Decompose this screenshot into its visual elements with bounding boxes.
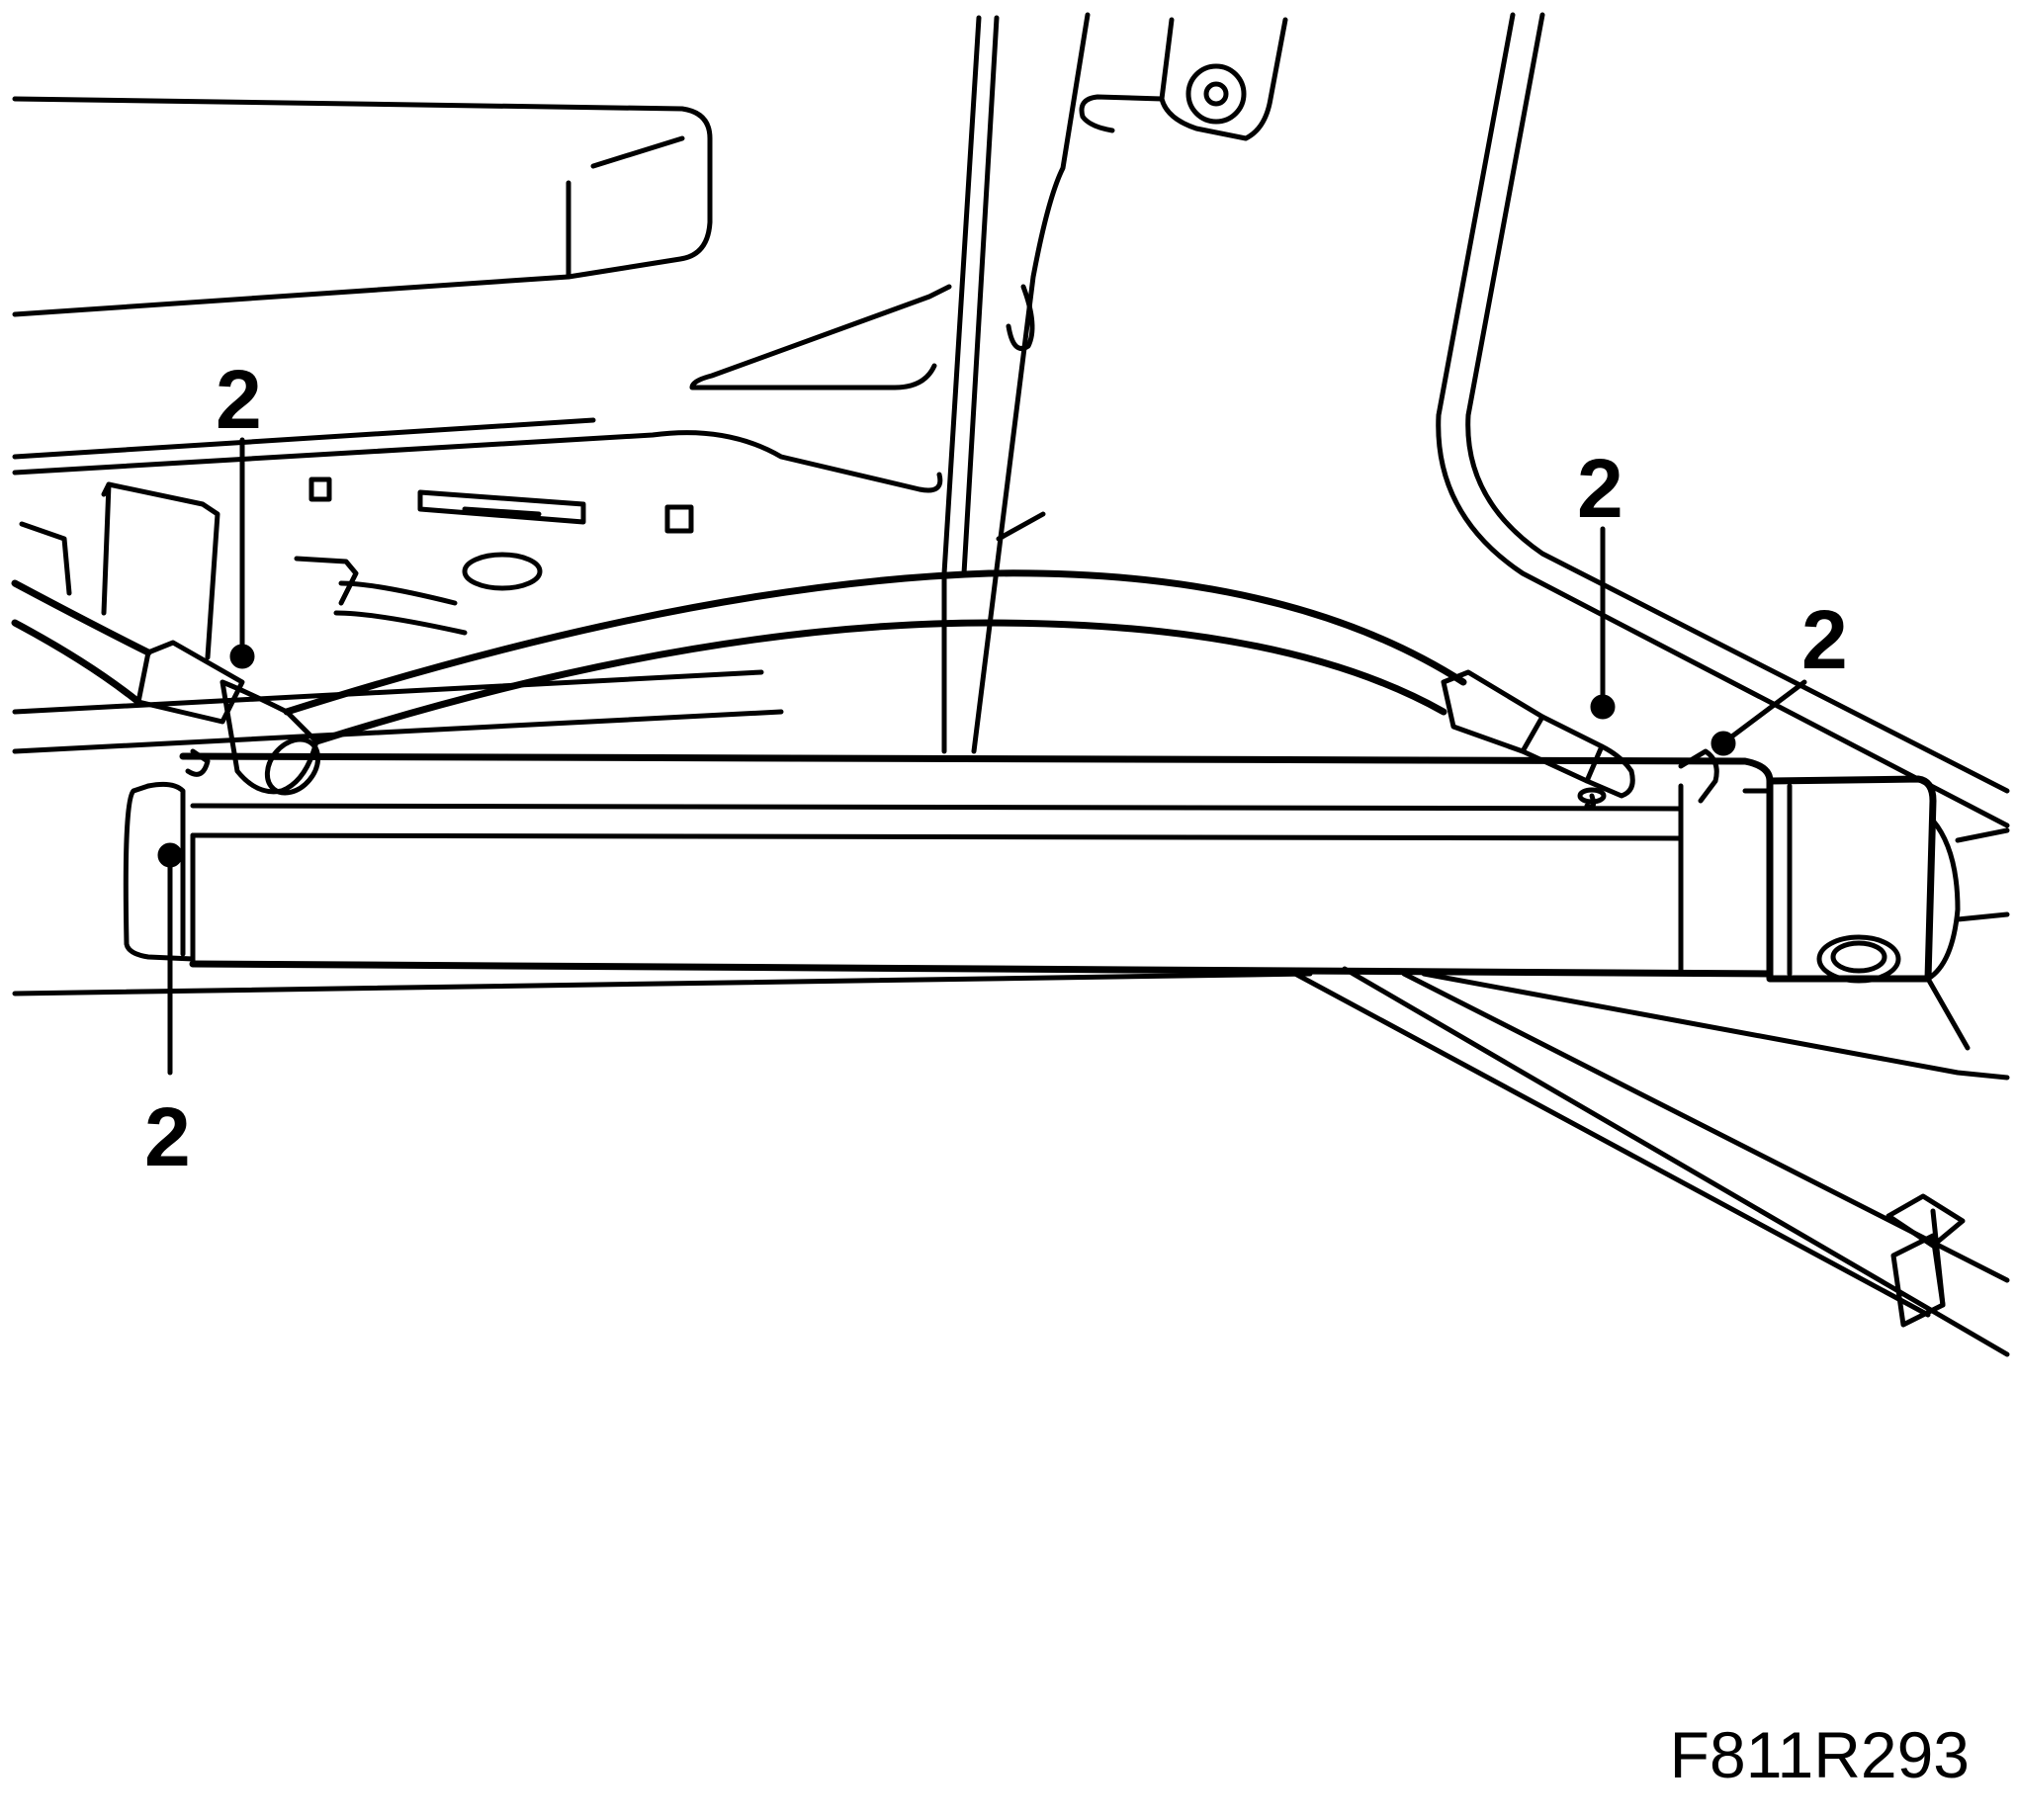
center-pillar [941,12,1091,754]
upper-bracket [1079,17,1288,141]
left-hose-fitting [11,579,321,796]
background-slab [12,417,943,591]
cylinder-end-cap [1766,775,2010,1051]
left-connector-housing [19,481,468,660]
callout-label: 2 [144,1090,191,1183]
hose-clip [1885,1193,1966,1328]
arched-tube [283,569,1467,745]
upper-rail [12,96,713,317]
leader-lines [157,437,1807,1076]
callout-label: 2 [1801,593,1848,686]
callout-label: 2 [1577,442,1623,535]
right-frame [689,12,2010,828]
figure-id: F811R293 [1669,1718,1970,1791]
callout-label: 2 [216,353,262,446]
main-cylinder [123,752,1774,978]
right-hose-fitting [1441,669,1719,810]
